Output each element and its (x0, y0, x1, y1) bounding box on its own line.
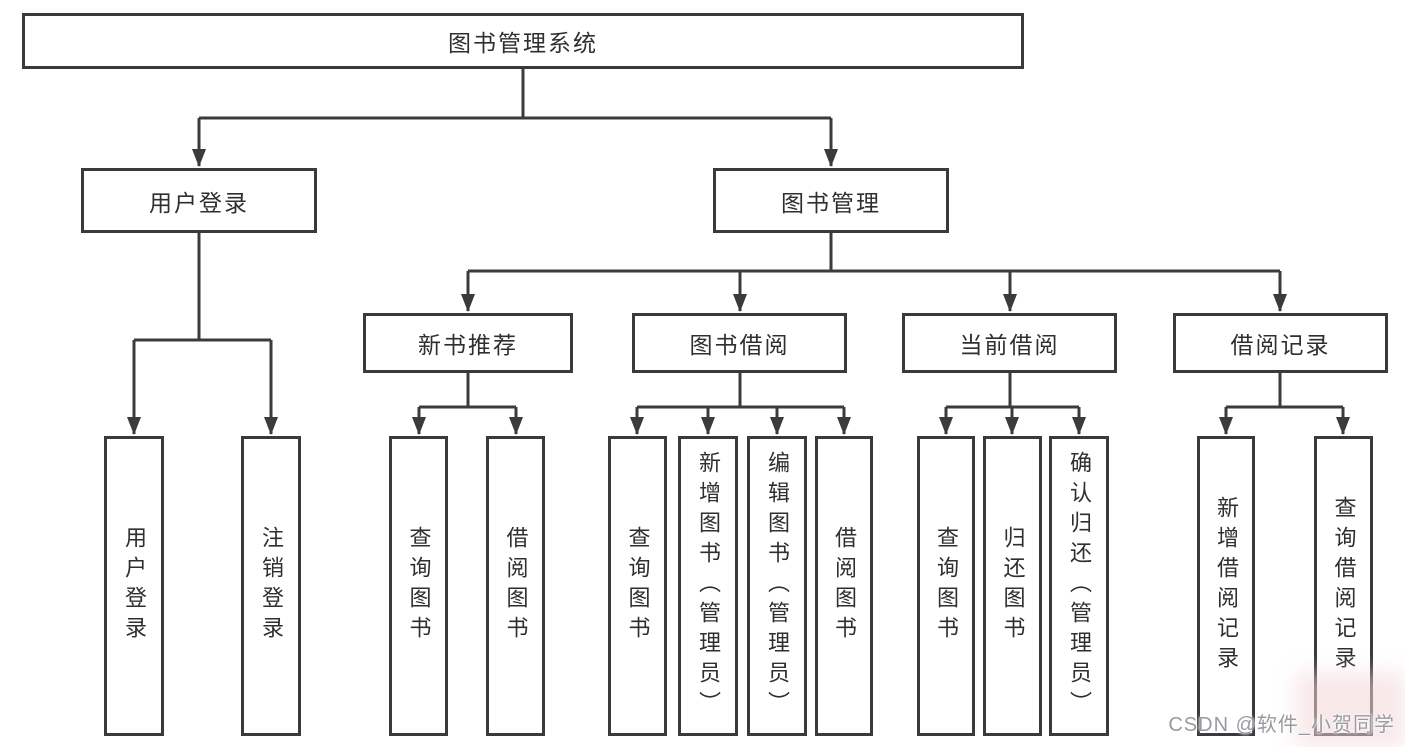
leaf-label: 新增图书（管理员） (696, 451, 721, 721)
watermark-tint (1295, 672, 1405, 747)
leaf-label: 用户登录 (122, 526, 147, 646)
node-label: 用户登录 (149, 189, 249, 216)
leaf-user-login: 用户登录 (104, 436, 164, 736)
node-new-book-recommendation: 新书推荐 (363, 313, 573, 373)
leaf-add-borrow-record: 新增借阅记录 (1197, 436, 1255, 736)
leaf-label: 确认归还（管理员） (1067, 451, 1092, 721)
connector-borrow-records-to-leaves (1219, 373, 1350, 435)
node-book-borrowing: 图书借阅 (632, 313, 847, 373)
connector-new-books-to-leaves (412, 373, 523, 435)
node-label: 新书推荐 (418, 332, 518, 358)
leaf-query-books-borrow: 查询图书 (608, 436, 667, 736)
leaf-label: 编辑图书（管理员） (765, 451, 790, 721)
node-borrowing-records: 借阅记录 (1173, 313, 1388, 373)
leaf-label: 查询图书 (406, 526, 432, 646)
leaf-query-books-current: 查询图书 (917, 436, 975, 736)
leaf-borrow-books: 借阅图书 (815, 436, 873, 736)
leaf-label: 借阅图书 (832, 526, 857, 646)
node-user-login: 用户登录 (81, 168, 317, 233)
connector-root-to-level2 (192, 69, 838, 167)
node-book-management-system: 图书管理系统 (22, 13, 1024, 69)
leaf-label: 归还图书 (1000, 526, 1026, 646)
node-current-borrowing: 当前借阅 (902, 313, 1117, 373)
leaf-label: 查询图书 (625, 526, 651, 646)
connector-book-mgmt-to-level3 (461, 233, 1287, 312)
leaf-label: 查询借阅记录 (1331, 496, 1357, 676)
connector-book-borrow-to-leaves (630, 373, 851, 435)
leaf-label: 新增借阅记录 (1214, 496, 1239, 676)
leaf-label: 借阅图书 (503, 526, 529, 646)
leaf-edit-books-admin: 编辑图书（管理员） (747, 436, 807, 736)
node-label: 图书借阅 (689, 332, 790, 358)
leaf-add-books-admin: 新增图书（管理员） (678, 436, 738, 736)
node-label: 图书管理 (781, 189, 881, 216)
node-book-management: 图书管理 (713, 168, 949, 233)
leaf-query-books-recommend: 查询图书 (389, 436, 448, 736)
leaf-return-books: 归还图书 (983, 436, 1042, 736)
connector-user-login-to-leaves (127, 233, 278, 435)
leaf-borrow-books-recommend: 借阅图书 (486, 436, 545, 736)
node-label: 当前借阅 (959, 332, 1060, 358)
leaf-label: 注销登录 (259, 526, 284, 646)
leaf-logout: 注销登录 (241, 436, 301, 736)
node-label: 图书管理系统 (448, 30, 598, 56)
connector-current-borrow-to-leaves (939, 373, 1086, 435)
leaf-label: 查询图书 (934, 526, 959, 646)
leaf-confirm-return-admin: 确认归还（管理员） (1049, 436, 1109, 736)
watermark: CSDN @软件_小贺同学 (1168, 714, 1395, 736)
node-label: 借阅记录 (1230, 332, 1331, 358)
